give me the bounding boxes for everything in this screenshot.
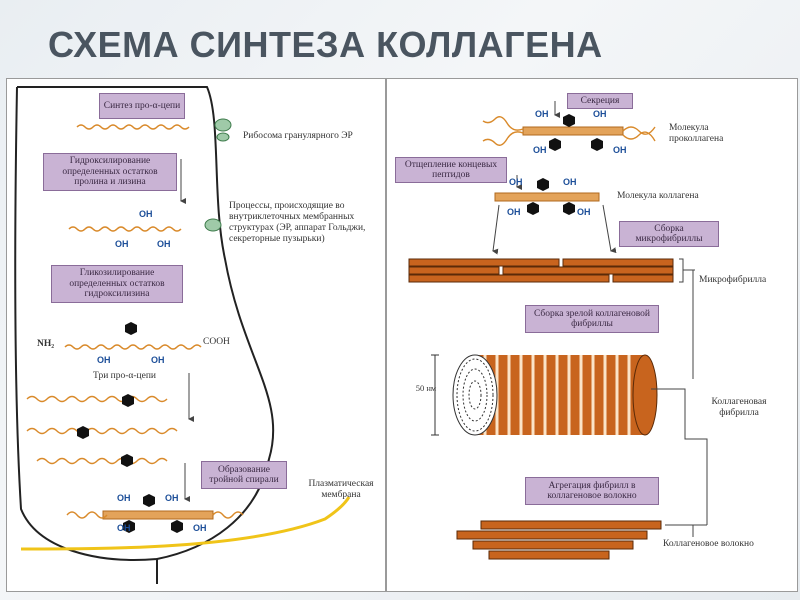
- plasma-membrane: [20, 496, 351, 551]
- chain-3: [64, 344, 202, 350]
- collagen-fiber: [456, 520, 662, 560]
- label-cooh: COOH: [203, 337, 230, 347]
- oh-label: OH: [535, 109, 549, 119]
- label-nh2: NH₂: [37, 339, 55, 349]
- intracellular-panel: Синтез про-α-цепи Рибосома гранулярного …: [6, 78, 386, 592]
- extracellular-panel: Секреция OH OH OH OH Молекула проколлаге…: [386, 78, 798, 592]
- oh-label: OH: [151, 355, 165, 365]
- oh-label: OH: [577, 207, 591, 217]
- label-procollagen: Молекула проколлагена: [669, 123, 724, 144]
- oh-label: OH: [115, 239, 129, 249]
- label-collagen-molecule: Молекула коллагена: [617, 191, 699, 201]
- oh-label: OH: [117, 523, 131, 533]
- microfibril: [408, 258, 674, 283]
- label-membrane: Плазматическая мембрана: [308, 479, 374, 500]
- collagen-molecule: [494, 192, 600, 202]
- ribosome-icon-2: [204, 218, 222, 232]
- box-fibril-assembly: Сборка зрелой коллагеновой фибриллы: [525, 305, 659, 333]
- oh-label: OH: [157, 239, 171, 249]
- oh-label: OH: [139, 209, 153, 219]
- chains-three-a: [26, 395, 168, 403]
- box-cleavage: Отщепление концевых пептидов: [395, 157, 507, 183]
- chain-1: [76, 124, 190, 130]
- oh-label: OH: [165, 493, 179, 503]
- label-three-chains: Три про-α-цепи: [93, 371, 157, 381]
- label-50nm: 50 нм: [415, 383, 437, 393]
- extracellular-diagram: [408, 101, 708, 560]
- page-title: СХЕМА СИНТЕЗА КОЛЛАГЕНА: [48, 24, 603, 65]
- cell-outline: [14, 86, 275, 584]
- label-collagen-fibril: Коллагеновая фибрилла: [711, 397, 767, 418]
- box-synthesis: Синтез про-α-цепи: [99, 93, 185, 119]
- label-microfibril: Микрофибрилла: [699, 275, 767, 285]
- oh-label: OH: [613, 145, 627, 155]
- oh-label: OH: [97, 355, 111, 365]
- chains-three-c: [36, 457, 168, 465]
- ribosome-icon: [214, 118, 232, 132]
- chains-three-b: [26, 427, 178, 435]
- oh-label: OH: [117, 493, 131, 503]
- box-hydroxylation: Гидроксилирование определенных остатков …: [43, 153, 177, 191]
- box-triple-helix: Образование тройной спирали: [201, 461, 287, 489]
- label-ribosome: Рибосома гранулярного ЭР: [243, 131, 353, 141]
- box-glycosylation: Гликозилирование определенных остатков г…: [51, 265, 183, 303]
- dimension-50nm: [431, 354, 439, 436]
- oh-label: OH: [563, 177, 577, 187]
- oh-label: OH: [507, 207, 521, 217]
- intracellular-diagram: [14, 86, 351, 584]
- box-microfibril-assembly: Сборка микрофибриллы: [619, 221, 719, 247]
- procollagen: [522, 126, 624, 136]
- collagen-fibril: [452, 354, 658, 436]
- oh-label: OH: [533, 145, 547, 155]
- chain-2: [68, 226, 182, 232]
- sugar-icon: [125, 322, 137, 335]
- box-aggregation: Агрегация фибрилл в коллагеновое волокно: [525, 477, 659, 505]
- box-secretion: Секреция: [567, 93, 633, 109]
- oh-label: OH: [593, 109, 607, 119]
- oh-label: OH: [193, 523, 207, 533]
- triple-helix: [102, 510, 214, 520]
- label-processes: Процессы, происходящие во внутриклеточны…: [229, 201, 366, 244]
- oh-label: OH: [509, 177, 523, 187]
- label-collagen-fiber: Коллагеновое волокно: [663, 539, 754, 549]
